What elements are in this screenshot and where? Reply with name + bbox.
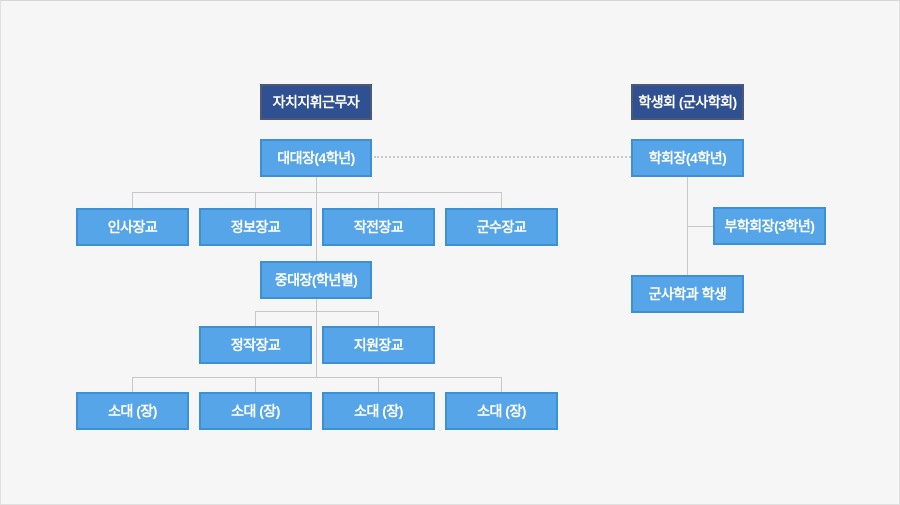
connector-drop-staff-2 (255, 192, 256, 208)
node-personnel-officer: 인사장교 (76, 208, 189, 246)
node-platoon-3: 소대 (장) (322, 392, 435, 430)
connector-branch-vice-president (687, 226, 713, 227)
connector-drop-staff-1 (132, 192, 133, 208)
node-operations-officer: 작전장교 (322, 208, 435, 246)
node-platoon-2: 소대 (장) (199, 392, 312, 430)
connector-drop-company-staff-1 (255, 311, 256, 326)
connector-drop-platoon-2 (255, 377, 256, 392)
connector-trunk-battalion (316, 177, 317, 261)
node-company-commander: 중대장(학년별) (260, 261, 372, 299)
node-society-vice-president: 부학회장(3학년) (713, 207, 826, 245)
node-society-president: 학회장(4학년) (631, 139, 744, 177)
connector-bus-platoons (132, 377, 502, 378)
connector-bus-company-staff (255, 311, 379, 312)
connector-trunk-company (316, 299, 317, 377)
right-org-header: 학생회 (군사학회) (631, 84, 744, 120)
node-support-officer: 지원장교 (322, 326, 435, 364)
node-platoon-1: 소대 (장) (76, 392, 189, 430)
connector-drop-staff-4 (501, 192, 502, 208)
node-intelligence-officer: 정보장교 (199, 208, 312, 246)
connector-drop-staff-3 (378, 192, 379, 208)
connector-drop-platoon-3 (378, 377, 379, 392)
connector-drop-company-staff-2 (378, 311, 379, 326)
connector-drop-platoon-4 (501, 377, 502, 392)
node-battalion-commander: 대대장(4학년) (260, 139, 372, 177)
node-ops-info-officer: 정작장교 (199, 326, 312, 364)
connector-drop-platoon-1 (132, 377, 133, 392)
node-platoon-4: 소대 (장) (445, 392, 558, 430)
node-department-students: 군사학과 학생 (631, 275, 744, 313)
node-logistics-officer: 군수장교 (445, 208, 558, 246)
connector-dotted-link (374, 156, 631, 158)
connector-bus-staff (132, 192, 502, 193)
left-org-header: 자치지휘근무자 (260, 84, 372, 120)
